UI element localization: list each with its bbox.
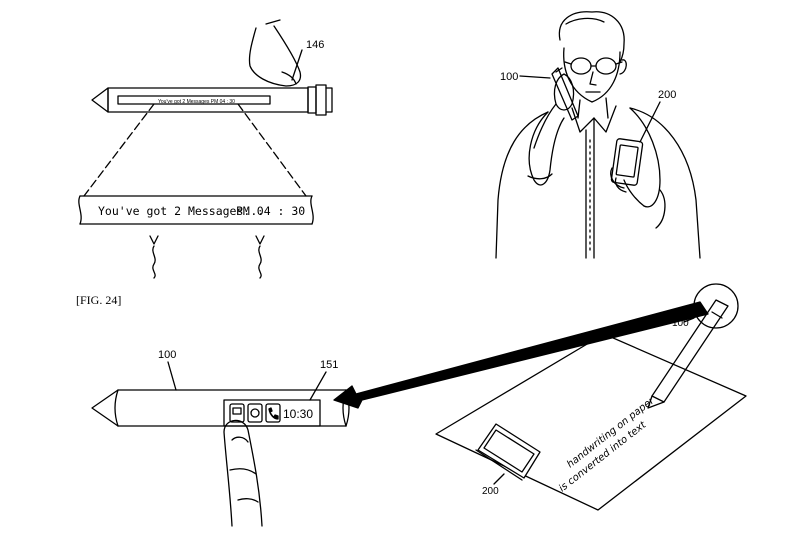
phone-icon[interactable] xyxy=(265,403,281,423)
pen-display-time: 10:30 xyxy=(283,407,313,421)
pen-top-display-text: You've got 2 Messages PM 04 : 30 xyxy=(158,99,235,105)
projection-line-left xyxy=(83,103,155,197)
ref-200-paper: 200 xyxy=(482,486,499,497)
pen-at-ear xyxy=(551,67,579,121)
pen-bottom-display xyxy=(223,399,321,427)
paper xyxy=(435,333,747,511)
ref-100-paper: 100 xyxy=(672,318,689,329)
pen-top xyxy=(91,84,333,116)
chat-bubble-icon[interactable] xyxy=(247,403,263,423)
fig-label: [FIG. 24] xyxy=(76,293,121,307)
phone-on-paper xyxy=(475,423,541,481)
pointer-arrow-left xyxy=(149,235,159,279)
projection-line-right xyxy=(237,103,307,197)
magnified-message: You've got 2 Messages... xyxy=(98,204,264,218)
transfer-arrow xyxy=(333,301,709,409)
pen-top-display xyxy=(117,95,271,105)
ref-146: 146 xyxy=(306,39,324,51)
pen-on-paper xyxy=(647,299,729,409)
pen-bottom xyxy=(91,389,350,427)
ref-200-person: 200 xyxy=(658,89,676,101)
message-icon[interactable] xyxy=(229,403,245,423)
phone-person xyxy=(610,138,644,193)
magnified-display xyxy=(78,195,314,225)
magnified-time: PM 04 : 30 xyxy=(236,204,305,218)
person xyxy=(495,11,701,259)
finger-bottom xyxy=(223,419,263,527)
ref-151: 151 xyxy=(320,359,338,371)
ref-100-pen-bottom: 100 xyxy=(158,349,176,361)
finger-top xyxy=(248,19,302,87)
ref-100-person: 100 xyxy=(500,71,518,83)
magnifier-circle xyxy=(693,283,739,329)
handwriting-line1: handwriting on paper xyxy=(565,395,657,470)
pointer-arrow-right xyxy=(255,235,265,279)
